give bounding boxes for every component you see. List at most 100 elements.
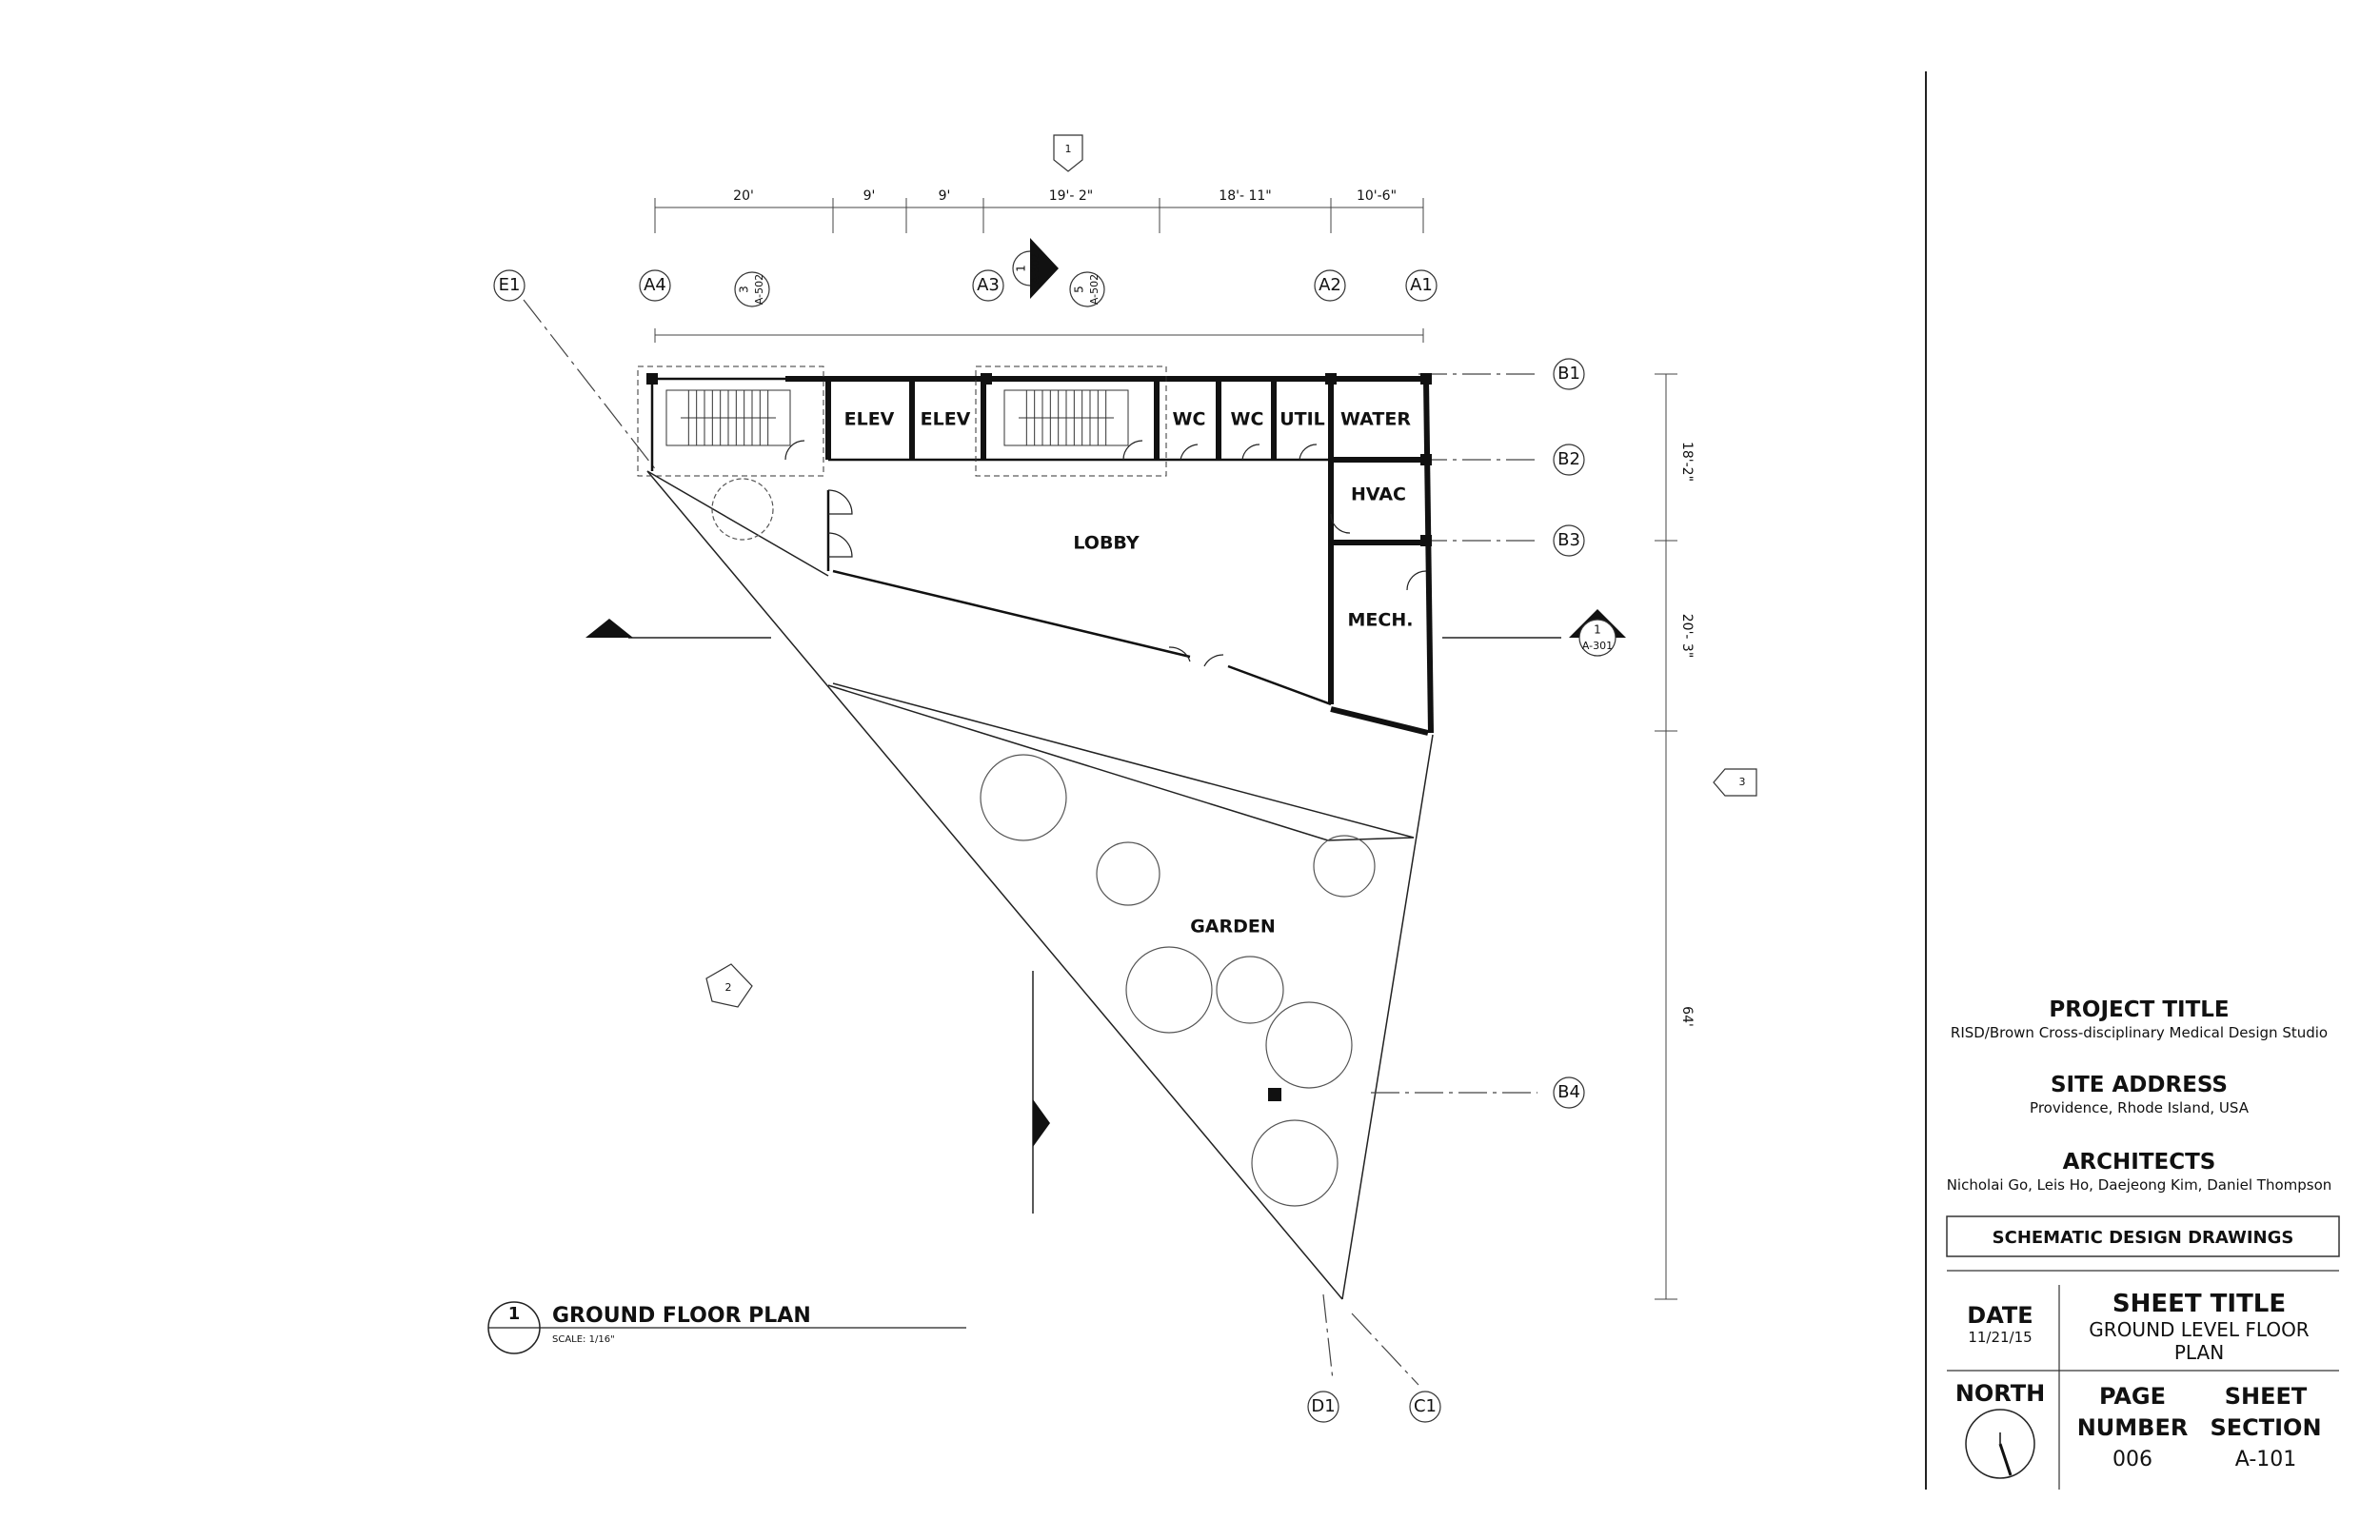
grid-label-b2: B2 — [1557, 449, 1580, 469]
floor-plan: ELEV ELEV WC WC UTIL WATER HVAC MECH. LO… — [487, 134, 1757, 1423]
room-label-wc-1: WC — [1173, 409, 1206, 430]
door-swings — [784, 440, 1427, 667]
architects-label: ARCHITECTS — [2063, 1150, 2216, 1175]
room-label-hvac: HVAC — [1351, 484, 1406, 505]
site-lines — [646, 470, 1434, 1300]
stair-2 — [975, 365, 1167, 477]
date-label: DATE — [1967, 1302, 2033, 1329]
tree — [1216, 956, 1284, 1024]
columns — [646, 373, 1432, 1101]
building-walls — [785, 376, 1434, 736]
grid-label-b4: B4 — [1557, 1082, 1580, 1102]
tree — [980, 754, 1067, 841]
dim-top-1: 20' — [733, 188, 754, 204]
dimension-labels-top: 20' 9' 9' 19'- 2" 18'- 11" 10'-6" — [733, 188, 1397, 204]
detail-callouts — [734, 271, 1105, 307]
sheet-title-label: SHEET TITLE — [2112, 1290, 2286, 1318]
dim-top-2: 9' — [863, 188, 876, 204]
sheet-section-value: A-101 — [2235, 1448, 2297, 1471]
grid-label-a2: A2 — [1319, 275, 1341, 295]
grid-label-a3: A3 — [977, 275, 1000, 295]
stair-1 — [637, 365, 824, 477]
elevation-tag-right: 3 — [1713, 768, 1757, 797]
tree — [1265, 1001, 1353, 1089]
room-labels: ELEV ELEV WC WC UTIL WATER HVAC MECH. LO… — [844, 409, 1414, 938]
section-cut-lines — [628, 637, 1561, 1214]
architects: Nicholai Go, Leis Ho, Daejeong Kim, Dani… — [1947, 1176, 2332, 1194]
dim-right-3: 64' — [1679, 1006, 1695, 1027]
sec-a301-sheet: A-301 — [1582, 640, 1613, 652]
sec-a302-sheet: A-302 — [1029, 253, 1041, 284]
room-label-mech: MECH. — [1348, 610, 1414, 631]
page-number-label-2: NUMBER — [2077, 1414, 2189, 1441]
grid-label-c1: C1 — [1414, 1396, 1437, 1416]
dim-top-6: 10'-6" — [1357, 188, 1397, 204]
page-number-label-1: PAGE — [2099, 1383, 2166, 1410]
elevation-tag-top: 1 — [1053, 134, 1083, 172]
site-address-label: SITE ADDRESS — [2051, 1073, 2228, 1097]
room-label-elev-2: ELEV — [921, 409, 971, 430]
section-marker-a302: 1 A-302 — [1012, 238, 1059, 299]
grid-lines — [523, 299, 1537, 1386]
detail3-sheet: A-502 — [753, 274, 765, 305]
project-title: RISD/Brown Cross-disciplinary Medical De… — [1951, 1024, 2328, 1041]
sheet-section-label-2: SECTION — [2210, 1414, 2321, 1441]
sheet-section-label-1: SHEET — [2225, 1383, 2308, 1410]
project-title-label: PROJECT TITLE — [2049, 997, 2229, 1022]
grid-label-a4: A4 — [644, 275, 666, 295]
room-label-util: UTIL — [1279, 409, 1325, 430]
detail3-number: 3 — [738, 286, 751, 293]
section-marker-left — [585, 619, 633, 638]
tree — [1251, 1119, 1339, 1207]
grid-label-e1: E1 — [499, 275, 521, 295]
drawing-set-label: SCHEMATIC DESIGN DRAWINGS — [1993, 1228, 2294, 1248]
section-marker-bottom — [1033, 1099, 1050, 1147]
grid-label-b3: B3 — [1557, 530, 1580, 550]
drawing-title-number: 1 — [508, 1304, 521, 1324]
tree — [1096, 841, 1160, 906]
room-label-elev-1: ELEV — [844, 409, 895, 430]
drawing-set-box — [1946, 1215, 2340, 1257]
room-label-wc-2: WC — [1231, 409, 1264, 430]
dim-right-1: 18'-2" — [1679, 442, 1695, 482]
room-label-water: WATER — [1340, 409, 1411, 430]
dim-top-5: 18'- 11" — [1219, 188, 1271, 204]
dim-right-2: 20'- 3" — [1679, 614, 1695, 659]
dimension-string-right — [1655, 373, 1677, 1300]
tree — [711, 478, 774, 541]
elevation-tag-left-number: 2 — [725, 981, 732, 994]
sec-a302-number: 1 — [1015, 265, 1028, 272]
section-marker-a301: 1 A-301 — [1569, 609, 1626, 657]
grid-labels: E1 A4 A3 A2 A1 B1 B2 B3 B4 D1 C1 — [499, 275, 1580, 1416]
grid-label-b1: B1 — [1557, 364, 1580, 384]
date-value: 11/21/15 — [1968, 1329, 2032, 1346]
site-address: Providence, Rhode Island, USA — [2030, 1099, 2250, 1116]
detail5-sheet: A-502 — [1088, 274, 1101, 305]
tree — [1313, 835, 1376, 898]
trees — [711, 478, 1376, 1207]
dimension-labels-right: 18'-2" 20'- 3" 64' — [1679, 442, 1695, 1027]
north-arrow-icon — [1965, 1409, 2035, 1479]
sheet-title-line2: PLAN — [2174, 1341, 2224, 1364]
elevation-tag-left: 2 — [705, 963, 753, 1008]
room-label-garden: GARDEN — [1190, 917, 1276, 938]
detail5-number: 5 — [1073, 286, 1086, 293]
sheet-title-line1: GROUND LEVEL FLOOR — [2089, 1318, 2310, 1341]
north-label: NORTH — [1955, 1380, 2045, 1407]
sec-a301-number: 1 — [1594, 623, 1601, 637]
grid-label-d1: D1 — [1311, 1396, 1335, 1416]
drawing-title: 1 GROUND FLOOR PLAN SCALE: 1/16" — [487, 1301, 966, 1354]
dimension-string-top — [654, 198, 1424, 343]
drawing-title-scale: SCALE: 1/16" — [552, 1334, 615, 1345]
dim-top-3: 9' — [939, 188, 951, 204]
dim-top-4: 19'- 2" — [1049, 188, 1094, 204]
grid-label-a1: A1 — [1410, 275, 1433, 295]
grid-bubbles — [493, 269, 1585, 1423]
building-walls-thin — [650, 377, 1333, 706]
drawing-title-text: GROUND FLOOR PLAN — [552, 1304, 811, 1328]
page-number-value: 006 — [2112, 1448, 2152, 1471]
tree — [1125, 946, 1213, 1034]
title-block: PROJECT TITLE RISD/Brown Cross-disciplin… — [1925, 71, 2340, 1490]
elevation-tag-top-number: 1 — [1065, 143, 1072, 155]
